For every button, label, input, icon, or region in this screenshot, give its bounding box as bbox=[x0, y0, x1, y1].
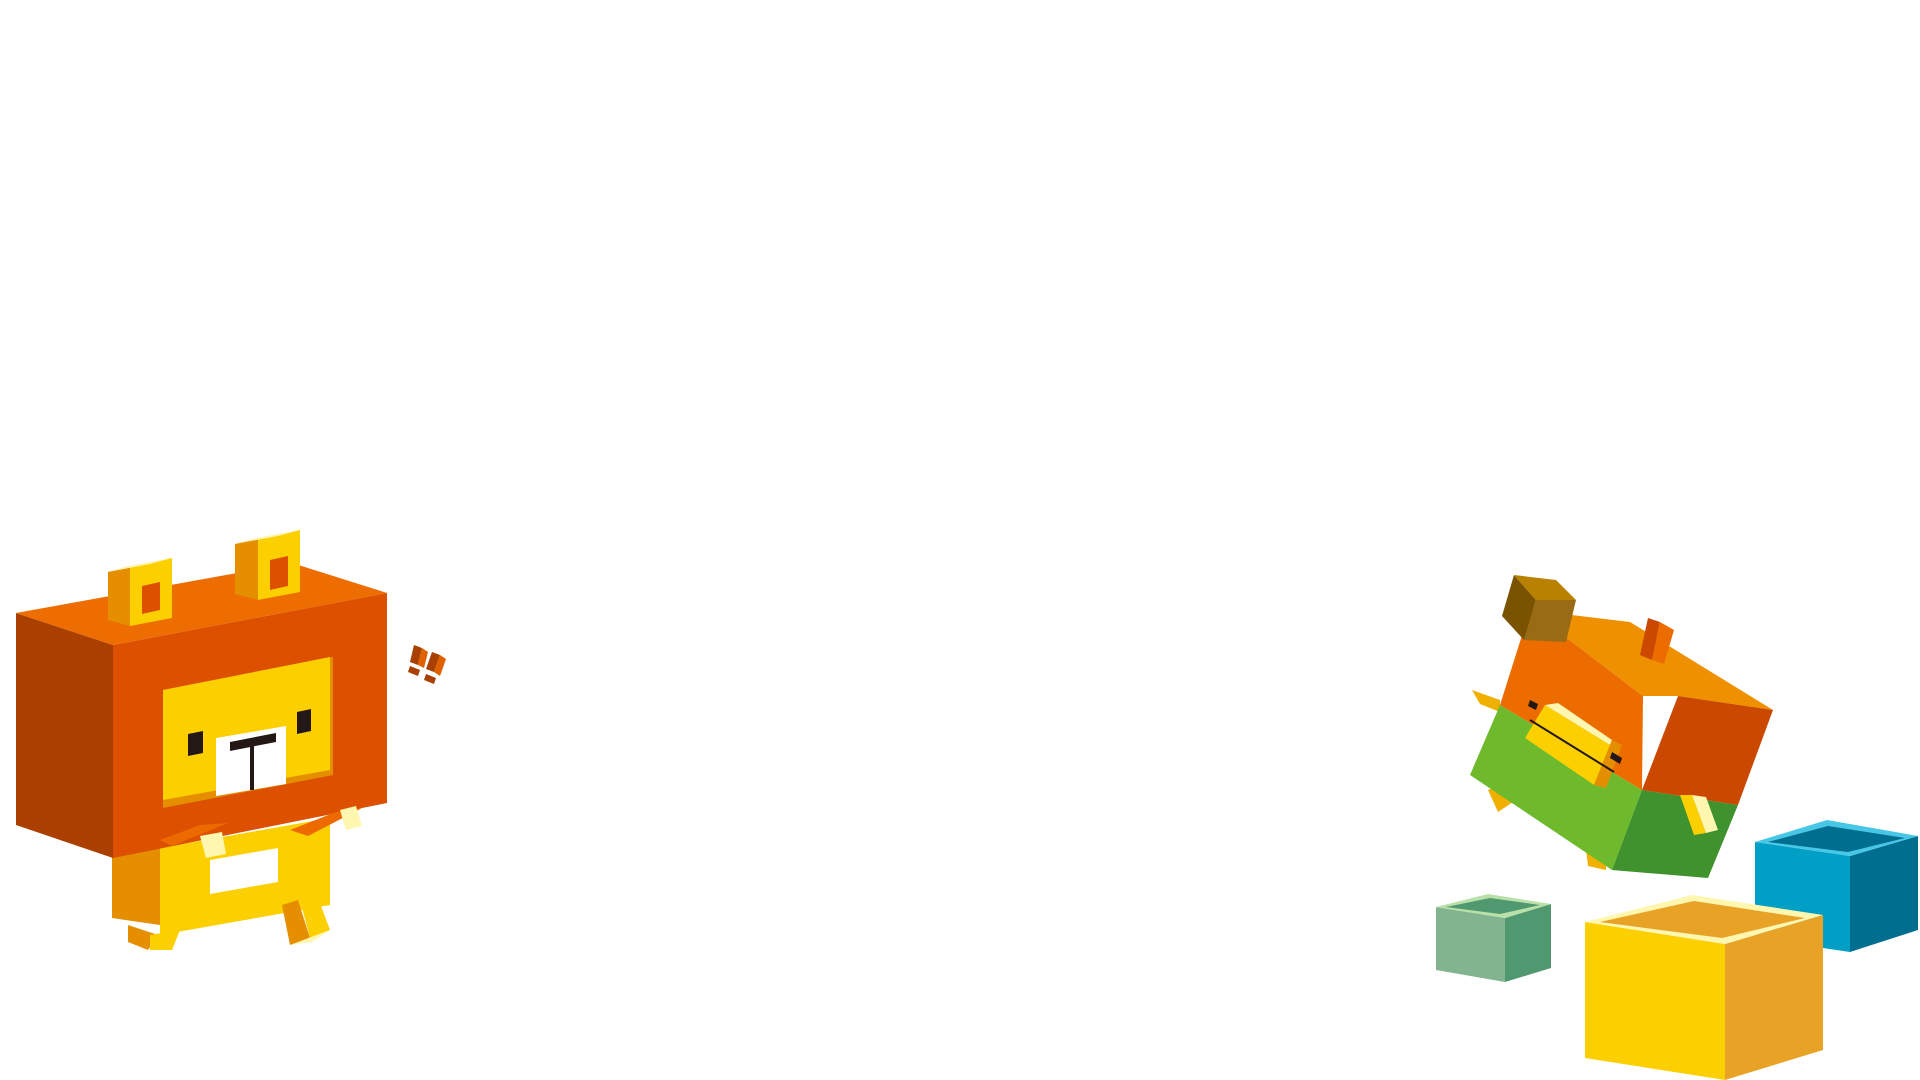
tumbling-lion-face bbox=[1525, 700, 1622, 788]
tumbling-lion-ear-orange bbox=[1640, 618, 1674, 664]
lion-ear-right bbox=[235, 530, 300, 600]
lion-head bbox=[16, 530, 387, 858]
tumbling-lion-eye-left bbox=[1528, 700, 1538, 710]
lion-eye-left bbox=[188, 731, 203, 756]
lion-ear-left bbox=[108, 558, 172, 626]
lion-face bbox=[163, 657, 333, 808]
lion-eye-right bbox=[297, 709, 311, 734]
lion-paws bbox=[160, 806, 362, 858]
blue-toy-block bbox=[1755, 820, 1918, 952]
tumbling-lion-character bbox=[1470, 575, 1773, 878]
tumbling-lion-ear-brown bbox=[1502, 575, 1576, 642]
tumbling-lion-eye-right bbox=[1610, 752, 1622, 764]
lion-body bbox=[112, 818, 330, 950]
surprised-lion-character bbox=[16, 530, 446, 950]
green-toy-block bbox=[1436, 894, 1551, 982]
exclamation-marks bbox=[408, 645, 446, 684]
yellow-toy-block bbox=[1585, 895, 1823, 1080]
